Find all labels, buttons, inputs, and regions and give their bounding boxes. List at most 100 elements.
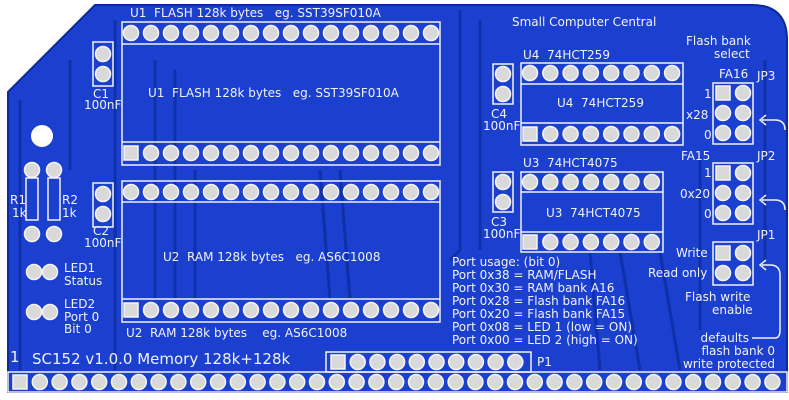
led2-desc-bit: Bit 0 — [64, 322, 92, 336]
jp3-pin — [734, 104, 752, 122]
u4-pin — [623, 64, 640, 82]
u1-pin — [142, 144, 160, 162]
u4-pin — [602, 125, 620, 143]
p1-pin — [330, 354, 346, 370]
led2-desc: Port 0 — [64, 310, 100, 324]
u1-pin — [282, 144, 300, 162]
r2-value: 1k — [62, 206, 77, 220]
pads — [12, 24, 781, 391]
u1-pin — [162, 24, 180, 42]
r2-pad — [45, 161, 63, 179]
jp2-pin — [714, 184, 732, 202]
led1-desc: Status — [64, 274, 103, 288]
u2-pin — [123, 302, 139, 318]
r2-pad — [45, 225, 63, 243]
u1-pin — [382, 144, 400, 162]
u2-pin — [262, 301, 280, 319]
jp2-mid: 0x20 — [680, 187, 711, 201]
jp3-mid: x28 — [686, 108, 709, 122]
jp3-name: FA16 — [719, 67, 749, 81]
p1-label: P1 — [537, 355, 552, 369]
u4-pin — [521, 64, 539, 82]
bus-pin — [764, 373, 781, 391]
port-usage-line: Port 0x38 = RAM/FLASH — [452, 268, 597, 282]
port-usage-line: Port 0x08 = LED 1 (low = ON) — [452, 320, 633, 334]
u1-pin — [402, 144, 420, 162]
port-usage-line: Port usage: (bit 0) — [452, 255, 561, 269]
u3-pin — [602, 173, 620, 191]
u2-pin — [322, 301, 340, 319]
c4-value: 100nF — [483, 119, 521, 133]
u1-pin — [302, 144, 320, 162]
jp3-label: JP3 — [757, 69, 776, 83]
u4-label: U4 74HCT259 — [523, 48, 610, 62]
u2-pin — [342, 183, 360, 201]
u1-pin — [322, 144, 340, 162]
bus-pin — [189, 373, 207, 391]
u3-label: U3 74HCT4075 — [523, 156, 618, 170]
u1-pin — [362, 24, 380, 42]
copper-traces — [18, 10, 767, 371]
bus-pin — [407, 373, 425, 391]
u3-pin — [542, 233, 559, 251]
u1-pin — [202, 144, 220, 162]
jp3-pin — [734, 84, 752, 102]
p1-pin — [507, 353, 524, 371]
u1-pin — [182, 24, 200, 42]
u1-pin — [242, 144, 260, 162]
board-title: SC152 v1.0.0 Memory 128k+128k — [32, 350, 291, 368]
led2-pad — [25, 303, 43, 321]
u4-body-label: U4 74HCT259 — [557, 96, 644, 110]
c4-label: C4 — [491, 107, 508, 121]
bus-pin — [51, 373, 68, 391]
u4-pin — [562, 64, 579, 82]
port-usage-line: Port 0x30 = RAM bank A16 — [452, 281, 615, 295]
p1-pin — [487, 353, 504, 371]
bus-pin — [348, 373, 365, 391]
jp2-pin — [734, 164, 752, 182]
c3-label: C3 — [491, 215, 508, 229]
u1-pin — [123, 145, 139, 161]
u1-pin — [262, 24, 280, 42]
u1-pin — [242, 24, 260, 42]
u2-label: U2 RAM 128k bytes eg. AS6C1008 — [126, 326, 348, 340]
led1-pad — [25, 263, 43, 281]
r1-value: 1k — [12, 206, 27, 220]
c4-pad — [494, 85, 512, 103]
bus-pin — [645, 373, 662, 391]
port-usage-line: Port 0x00 = LED 2 (high = ON) — [452, 333, 638, 347]
jp1-pin — [734, 244, 752, 262]
jp1-read-only: Read only — [648, 266, 708, 280]
u2-pin — [362, 183, 380, 201]
u4-pin — [602, 64, 620, 82]
u3-pin — [521, 173, 539, 191]
bus-pin — [269, 373, 286, 391]
u2-pin — [322, 183, 340, 201]
jp1-write: Write — [676, 246, 708, 260]
u1-pin — [202, 24, 220, 42]
bus-pin — [150, 373, 167, 391]
p1-pin — [428, 353, 445, 371]
bus-pin — [546, 373, 563, 391]
u3-body-label: U3 74HCT4075 — [546, 206, 641, 220]
bus-pin — [110, 373, 128, 391]
bus-pin — [12, 374, 28, 390]
u2-pin — [162, 301, 180, 319]
r2-label: R2 — [62, 193, 78, 207]
jp3-pin — [714, 124, 732, 142]
u2-pin — [222, 183, 240, 201]
jp3-pin — [714, 104, 732, 122]
u3-pin — [623, 173, 640, 191]
jp2-pin — [734, 204, 752, 222]
u4-pin — [663, 125, 681, 143]
u1-pin — [122, 24, 140, 42]
bus-pin — [328, 373, 346, 391]
u2-pin — [382, 301, 400, 319]
u3-pin — [623, 233, 640, 251]
flash-bank-subtitle: select — [714, 47, 750, 61]
u2-pin — [182, 301, 200, 319]
u4-pin — [582, 125, 600, 143]
led2-label: LED2 — [64, 297, 96, 311]
r1-label: R1 — [10, 193, 26, 207]
